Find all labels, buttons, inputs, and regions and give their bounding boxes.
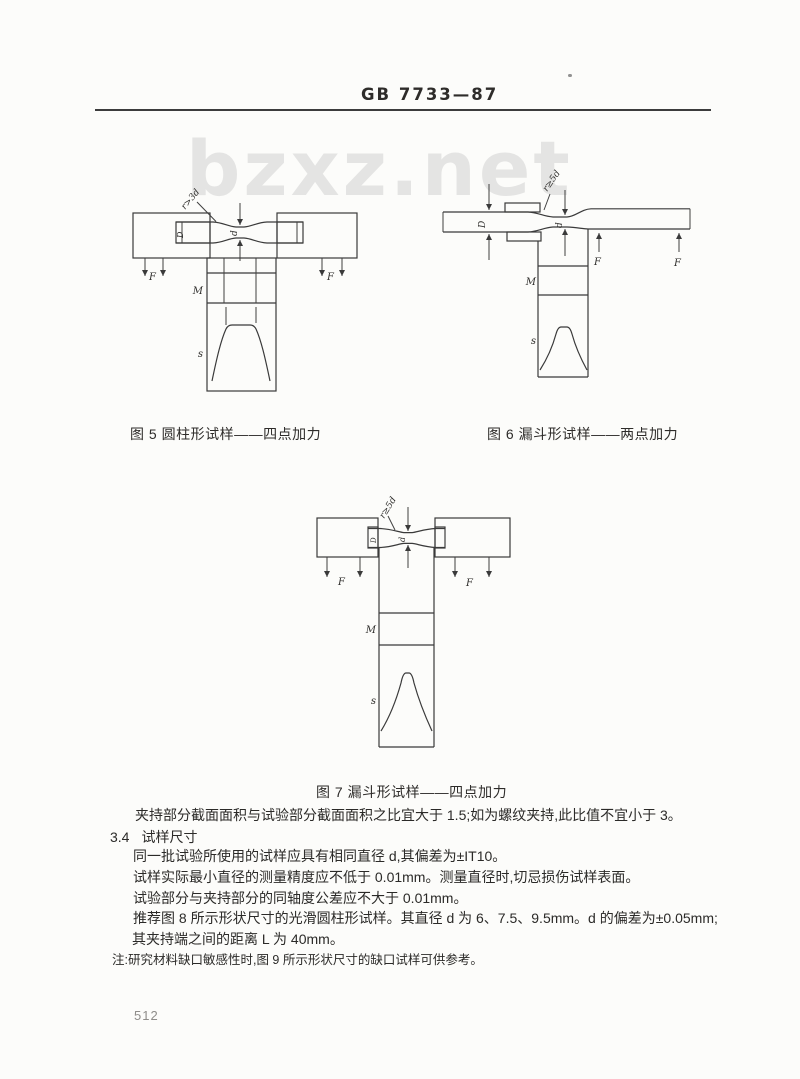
force-label-right: F (673, 258, 682, 269)
dim-d-label: d (230, 230, 240, 236)
page-number: 512 (134, 1008, 159, 1023)
force-arrows: F F (142, 258, 345, 283)
force-label-left: F (593, 257, 602, 268)
specimen-profile (176, 221, 303, 244)
force-arrows: F F (324, 557, 492, 589)
horn-column: M s (192, 257, 277, 392)
body-line-accuracy: 试样实际最小直径的测量精度应不低于 0.01mm。测量直径时,切忌损伤试样表面。 (133, 869, 640, 885)
radius-label: r≥5d (378, 495, 399, 520)
force-label-right: F (465, 578, 474, 589)
radius-label: r≥5d (541, 169, 563, 194)
mass-label: M (525, 277, 537, 288)
header-rule (95, 109, 711, 111)
standard-code-header: GB 7733—87 (361, 85, 499, 104)
body-note: 注:研究材料缺口敏感性时,图 9 所示形状尺寸的缺口试样可供参考。 (112, 953, 483, 967)
body-line-diameter: 同一批试验所使用的试样应具有相同直径 d,其偏差为±IT10。 (133, 848, 507, 864)
horn-bell-curve (539, 326, 588, 371)
radius-callout: r≥5d (541, 169, 563, 211)
figure6-diagram: D d r≥5d F F M s (442, 169, 691, 378)
scan-artifact-dot (568, 74, 572, 77)
dim-D-label: D (176, 231, 185, 239)
figure7-diagram: D d r≥5d F F M s (316, 495, 511, 748)
figure6-caption: 图 6 漏斗形试样——两点加力 (487, 426, 679, 442)
dimension-d: d (230, 203, 243, 261)
force-arrows: F F (593, 233, 682, 269)
dim-d-label: d (555, 222, 565, 228)
horn-label: s (198, 349, 203, 360)
horn-label: s (371, 696, 376, 707)
mass-label: M (365, 625, 377, 636)
dimension-d: d (398, 507, 411, 568)
dimension-D: D (478, 184, 492, 260)
radius-label: r>3d (180, 187, 203, 211)
grip-plates (504, 202, 542, 242)
horn-column: M s (365, 547, 435, 748)
horn-bell-curve (211, 324, 271, 382)
figure5-caption: 图 5 圆柱形试样——四点加力 (130, 426, 322, 442)
force-label-right: F (326, 272, 335, 283)
figure7-caption: 图 7 漏斗形试样——四点加力 (316, 784, 508, 800)
grip-blocks (132, 212, 358, 259)
grip-blocks (316, 517, 511, 558)
section-number: 3.4 (110, 829, 130, 845)
mass-label: M (192, 286, 204, 297)
dimension-d: d (555, 190, 568, 256)
dim-d-label: d (398, 537, 407, 542)
specimen-profile (442, 208, 691, 233)
horn-column: M s (525, 229, 589, 378)
specimen-profile (367, 527, 446, 549)
section-title: 试样尺寸 (141, 829, 198, 845)
radius-callout: r>3d (180, 187, 217, 222)
body-line-recommend: 推荐图 8 所示形状尺寸的光滑圆柱形试样。其直径 d 为 6、7.5、9.5mm… (133, 910, 718, 926)
radius-callout: r≥5d (378, 495, 399, 531)
figure5-diagram: d D r>3d F F M s (132, 187, 358, 392)
dim-D-label: D (370, 537, 378, 544)
watermark-text: bzxz.net (186, 124, 573, 213)
dim-D-label: D (478, 221, 488, 229)
horn-label: s (531, 336, 536, 347)
body-line-coaxial: 试验部分与夹持部分的同轴度公差应不大于 0.01mm。 (133, 890, 468, 906)
force-label-left: F (148, 272, 157, 283)
section-heading: 3.4 试样尺寸 (110, 827, 197, 847)
force-label-left: F (337, 577, 346, 588)
body-line-distance: 其夹持端之间的距离 L 为 40mm。 (132, 931, 344, 947)
body-line-clamp-ratio: 夹持部分截面面积与试验部分截面面积之比宜大于 1.5;如为螺纹夹持,此比值不宜小… (135, 807, 682, 823)
horn-bell-curve (380, 672, 433, 732)
